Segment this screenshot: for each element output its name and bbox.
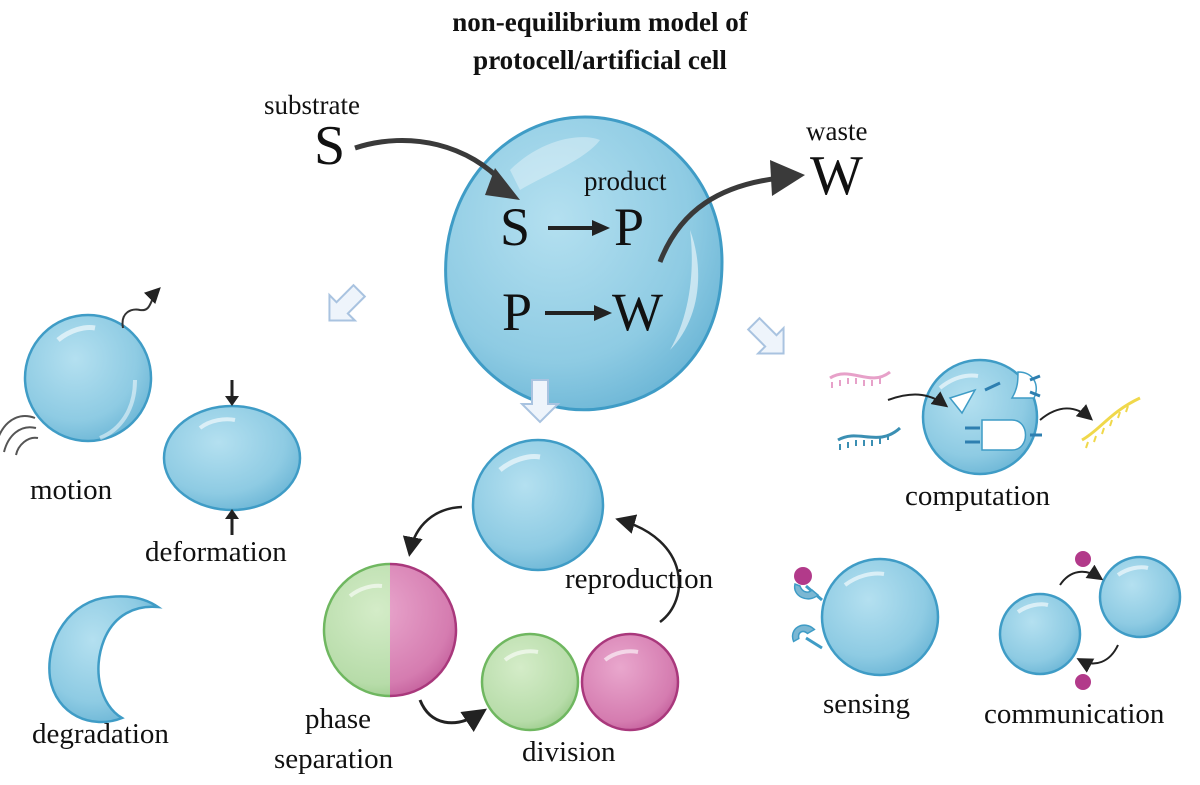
computation-cell [921, 358, 1042, 476]
deformation-cell [162, 404, 302, 512]
computation-label: computation [905, 480, 1050, 512]
hollow-arrow-left [328, 283, 367, 322]
phase-separation-label-line2: separation [274, 743, 394, 775]
cycle-arrow-to-phase [402, 505, 463, 557]
waste-label: waste [806, 116, 868, 146]
sensing-label: sensing [823, 688, 910, 720]
output-strand-yellow [1081, 396, 1141, 449]
reaction2-left: P [502, 282, 533, 342]
communication-cell-left [998, 592, 1082, 676]
reaction1-left: S [500, 197, 531, 257]
sensing-receptors [791, 567, 823, 650]
deformation-label: deformation [145, 536, 287, 568]
reaction-arrow-p-to-w [545, 305, 612, 321]
deformation-arrows [225, 380, 239, 535]
sensing-cell [820, 557, 940, 677]
degradation-crescent [48, 595, 163, 724]
signal-molecule-top [1075, 551, 1091, 567]
main-protocell [444, 115, 724, 412]
hollow-arrow-down [519, 379, 561, 424]
substrate-symbol: S [314, 115, 346, 177]
motion-vibration-lines [0, 415, 39, 456]
computation-output-arrow [1039, 404, 1094, 421]
communication-arrow-top [1059, 564, 1104, 586]
signal-molecule-bottom [1075, 674, 1091, 690]
substrate-label: substrate [264, 90, 360, 120]
cycle-arrow-reproduction [615, 514, 681, 624]
motion-cell [23, 313, 153, 443]
substrate-arrow [354, 137, 507, 187]
input-strand-teal [837, 426, 902, 450]
division-label: division [522, 736, 616, 768]
motion-trail [121, 287, 161, 329]
cycle-arrow-to-division [418, 699, 487, 732]
reproduction-cell [471, 438, 605, 572]
waste-symbol: W [810, 145, 863, 207]
diagram-title-line1: non-equilibrium model of [452, 7, 748, 37]
phase-separation-cell [322, 562, 458, 698]
division-cell-green [480, 632, 580, 732]
diagram-title-line2: protocell/artificial cell [473, 45, 727, 75]
substrate-arrowhead [485, 168, 520, 200]
phase-separation-label-line1: phase [305, 703, 372, 735]
reaction-arrow-s-to-p [548, 220, 610, 236]
reaction2-right: W [612, 282, 663, 342]
input-strand-pink [829, 370, 891, 388]
motion-label: motion [30, 474, 113, 506]
degradation-label: degradation [32, 718, 169, 750]
division-cell-pink [580, 632, 680, 732]
reproduction-label: reproduction [565, 563, 714, 595]
communication-arrow-bottom [1076, 644, 1119, 673]
product-label: product [584, 166, 667, 196]
computation-input-arrow [887, 391, 949, 408]
communication-cell-right [1098, 555, 1182, 639]
waste-arrowhead [770, 160, 805, 196]
hollow-arrow-right [746, 316, 785, 355]
reaction1-right: P [614, 197, 645, 257]
communication-label: communication [984, 698, 1165, 730]
waste-arrow [657, 175, 781, 263]
